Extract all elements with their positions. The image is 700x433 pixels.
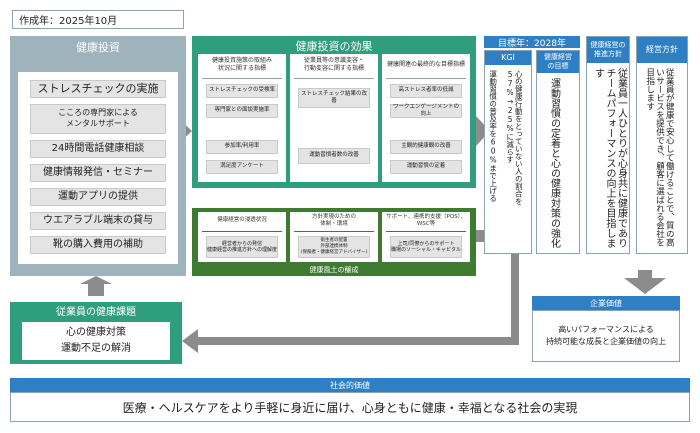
investment-item: 健康情報発信・セミナー: [30, 164, 166, 182]
culture-column: 方針実現のための 体制・環境 衛生者の配置 外部連携体制 (保険者・健康経営アド…: [290, 212, 378, 262]
investment-item: こころの専門家による メンタルサポート: [30, 104, 166, 134]
employee-issue-title: 従業員の健康課題: [10, 302, 182, 318]
arrow-goal-to-issue: [182, 254, 519, 353]
culture-column: 健康経営の浸透状況 経営者からの発信 健康経営の推進方針への理解度: [198, 212, 286, 262]
strategy-column: [636, 36, 688, 254]
policy-title: 健康経営の 推進方針: [587, 37, 629, 63]
culture-item: 経営者からの発信 健康経営の推進方針への理解度: [206, 236, 278, 258]
health-goal-column: [536, 50, 580, 254]
strategy-title: 経営方針: [637, 37, 687, 63]
column-header: 健康投資施策の取組み 状況に関する指標: [211, 57, 272, 72]
effects-title: 健康投資の効果: [295, 40, 373, 53]
investment-item: ウエアラブル端末の貸与: [30, 212, 166, 230]
indicator-item: ストレスチェックの受検率: [206, 84, 278, 98]
corporate-value-box: 高いパフォーマンスによる 持続可能な成長と企業価値の向上: [532, 310, 680, 362]
indicator-item: 満足度アンケート: [206, 160, 278, 174]
effects-column-activity: 健康投資施策の取組み 状況に関する指標 ストレスチェックの受検率 専門家との面談…: [198, 54, 286, 182]
divider: [386, 78, 466, 79]
divider: [202, 78, 282, 79]
policy-column: [586, 36, 630, 254]
divider: [294, 231, 374, 232]
divider: [202, 231, 282, 232]
arrow-strategy-to-corp: [624, 270, 666, 294]
investment-item: 24時間電話健康相談: [30, 140, 166, 158]
arrow-effect-to-goal: [464, 116, 490, 146]
investment-item: ストレスチェックの実施: [30, 80, 166, 98]
indicator-item: 高ストレス者率の低減: [390, 84, 462, 98]
indicator-item: 運動習慣者数の改善: [298, 148, 370, 164]
column-header: 健康経営の浸透状況: [217, 217, 267, 224]
policy-text: 従業員一人ひとりが心身共に健康でありチームパフォーマンスの向上を目指します: [592, 68, 627, 248]
indicator-item: 主観的健康観の改善: [390, 140, 462, 154]
culture-item: 上司/同僚からのサポート 職場のソーシャル・キャピタル: [390, 236, 462, 258]
indicator-item: ワークエンゲージメントの向上: [390, 104, 462, 118]
kgi-text-2: 運動習慣の普及率を60%まで上げる: [488, 70, 498, 202]
column-header: 健康関連の最終的な目標指標: [386, 61, 465, 69]
investment-item: 運動アプリの提供: [30, 188, 166, 206]
employee-issue-line: 心の健康対策: [66, 327, 126, 338]
column-header: 方針実現のための 体制・環境: [311, 213, 356, 227]
strategy-text: 従業員が健康で安心して働けることで、質の高いサービスを提供でき、顧客に選ばれる会…: [644, 68, 675, 247]
effects-column-outcome: 健康関連の最終的な目標指標 高ストレス者率の低減 ワークエンゲージメントの向上 …: [382, 54, 470, 182]
culture-title: 健康風土の醸成: [309, 266, 359, 274]
arrow-issue-to-invest: [80, 276, 112, 296]
column-header: サポート、連携的支援（POS）、 WSC等: [386, 213, 466, 227]
indicator-item: ストレスチェック結果の改善: [298, 88, 370, 108]
corporate-value-title: 企業価値: [532, 296, 680, 310]
kgi-title: KGI: [485, 51, 531, 65]
investment-title: 健康投資: [76, 41, 120, 54]
effects-column-behavior: 従業員等の意識変容・ 行動変容に関する指標 ストレスチェック結果の改善 運動習慣…: [290, 54, 378, 182]
corporate-value-line: 持続可能な成長と企業価値の向上: [546, 337, 666, 346]
kgi-column: [484, 50, 532, 254]
culture-column: サポート、連携的支援（POS）、 WSC等 上司/同僚からのサポート 職場のソー…: [382, 212, 470, 262]
divider: [294, 78, 374, 79]
indicator-item: 参加率/利用率: [206, 140, 278, 154]
health-goal-title: 健康経営 の目標: [537, 51, 579, 73]
health-goal-text: 運動習慣の定着と心の健康対策の強化: [548, 78, 560, 248]
goal-year: 目標年：2028年: [484, 36, 580, 49]
kgi-text: 心の健康行動をとっていない人の割合を57%→25%に減らす: [505, 70, 524, 205]
employee-issue-line: 運動不足の解消: [61, 343, 131, 354]
social-value-text: 医療・ヘルスケアをより手軽に身近に届け、心身ともに健康・幸福となる社会の実現: [10, 392, 690, 422]
creation-date: 作成年：2025年10月: [12, 10, 184, 29]
employee-issue-box: 心の健康対策 運動不足の解消: [22, 322, 170, 360]
social-value-title: 社会的価値: [10, 378, 690, 392]
corporate-value-line: 高いパフォーマンスによる: [558, 325, 654, 334]
divider: [386, 231, 466, 232]
indicator-item: 運動習慣の定着: [390, 160, 462, 174]
column-header: 従業員等の意識変容・ 行動変容に関する指標: [303, 57, 364, 72]
investment-item: 靴の購入費用の補助: [30, 236, 166, 254]
indicator-item: 専門家との面談実施率: [206, 104, 278, 118]
culture-item: 衛生者の配置 外部連携体制 (保険者・健康経営アドバイザー): [298, 236, 370, 258]
